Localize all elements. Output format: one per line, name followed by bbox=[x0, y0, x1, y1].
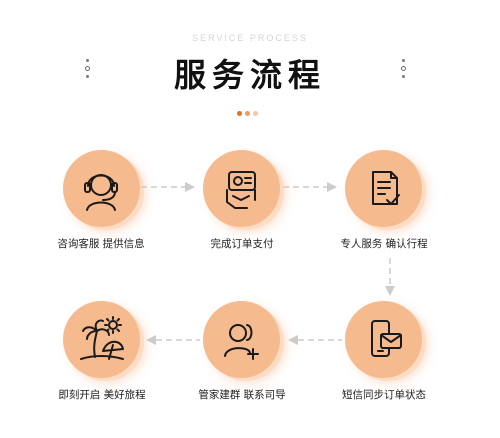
step-label: 即刻开启 美好旅程 bbox=[58, 389, 146, 401]
arrow-right-1 bbox=[141, 182, 195, 192]
step-label: 管家建群 联系司导 bbox=[198, 389, 286, 401]
page-title: 服务流程 bbox=[173, 56, 326, 94]
step-label: 完成订单支付 bbox=[210, 238, 274, 250]
right-decoration bbox=[398, 59, 408, 82]
arrow-down bbox=[385, 258, 395, 296]
add-user-icon bbox=[224, 324, 259, 360]
payment-hand-card-icon bbox=[226, 171, 256, 209]
eyebrow-text: SERVICE PROCESS bbox=[192, 33, 308, 43]
arrow-right-2 bbox=[283, 182, 337, 192]
phone-message-icon bbox=[371, 320, 402, 357]
title-dots bbox=[237, 101, 261, 120]
left-decoration bbox=[82, 59, 92, 82]
step-circle bbox=[63, 150, 140, 227]
step-label: 咨询客服 提供信息 bbox=[57, 238, 145, 250]
beach-vacation-icon bbox=[80, 316, 124, 360]
step-circle bbox=[63, 301, 140, 378]
document-checklist-icon bbox=[372, 171, 400, 205]
step-circle bbox=[345, 301, 422, 378]
step-circle bbox=[345, 150, 422, 227]
step-label: 短信同步订单状态 bbox=[342, 389, 426, 401]
customer-service-headset-icon bbox=[84, 174, 118, 211]
step-circle bbox=[203, 301, 280, 378]
arrow-left-1 bbox=[288, 335, 342, 345]
step-label: 专人服务 确认行程 bbox=[340, 238, 428, 250]
arrow-left-2 bbox=[146, 335, 200, 345]
step-circle bbox=[203, 150, 280, 227]
